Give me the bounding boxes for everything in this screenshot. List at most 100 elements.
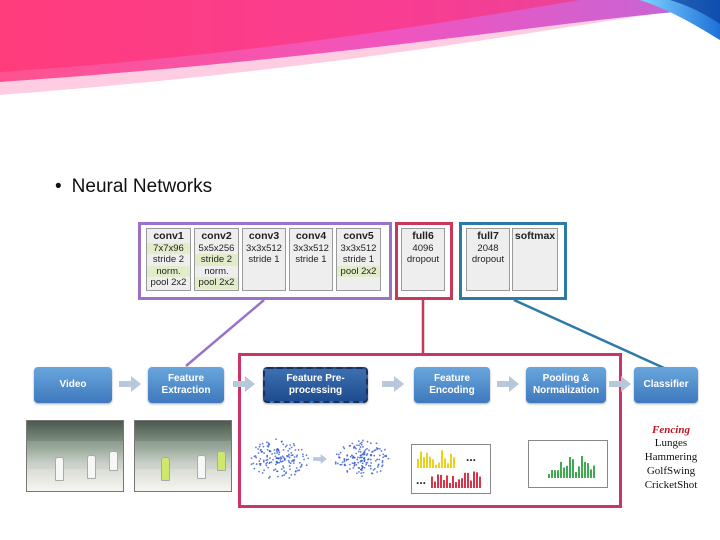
scatter-point xyxy=(362,471,365,474)
scatter-point xyxy=(356,444,358,447)
scatter-point xyxy=(352,456,355,459)
full7-connector xyxy=(513,298,665,370)
layer-line: 3x3x512 xyxy=(246,242,282,254)
step-label: Feature Pre-processing xyxy=(286,373,345,396)
scatter-point xyxy=(259,443,261,446)
scatter-point xyxy=(281,474,284,477)
ellipsis: ... xyxy=(466,450,477,464)
layer-line: norm. xyxy=(204,265,229,277)
scatter-point xyxy=(353,462,356,465)
scatter-point xyxy=(343,459,346,461)
step-label: Feature Encoding xyxy=(429,373,475,396)
layer-title: conv1 xyxy=(153,230,184,242)
scatter-point xyxy=(283,458,286,461)
scatter-point xyxy=(355,452,358,455)
layer-title: softmax xyxy=(514,230,556,242)
histogram-bar xyxy=(438,462,440,468)
scatter-point xyxy=(281,460,284,463)
scatter-point xyxy=(365,454,368,457)
scatter-point xyxy=(374,449,377,451)
scatter-point xyxy=(271,453,274,455)
histogram-bar xyxy=(455,482,457,488)
scatter-point xyxy=(366,440,369,443)
scatter-plot-icon xyxy=(334,439,390,478)
scatter-point xyxy=(274,468,277,471)
scatter-point xyxy=(268,461,271,464)
scatter-point xyxy=(353,464,356,466)
scatter-point xyxy=(285,444,288,447)
scatter-point xyxy=(262,445,265,448)
layer-line: pool 2x2 xyxy=(337,265,380,277)
histogram-bar xyxy=(572,459,574,478)
scatter-point xyxy=(294,470,297,472)
scatter-point xyxy=(378,458,381,461)
scatter-point xyxy=(288,461,291,464)
layer-line: stride 1 xyxy=(342,254,375,265)
scatter-point xyxy=(250,457,253,460)
scatter-point xyxy=(374,459,377,462)
histogram-bar xyxy=(441,450,443,468)
scatter-point xyxy=(370,462,373,464)
scatter-point xyxy=(343,464,346,466)
layer-title: full6 xyxy=(412,230,434,242)
histogram-bar xyxy=(473,471,475,488)
histogram-bar xyxy=(440,474,442,488)
scatter-point xyxy=(381,459,384,462)
scatter-point xyxy=(300,464,303,467)
step-classifier: Classifier xyxy=(634,367,698,403)
scatter-point xyxy=(352,467,355,469)
scatter-point xyxy=(381,461,384,464)
scatter-point xyxy=(360,459,363,462)
scatter-point xyxy=(379,447,381,450)
scatter-point xyxy=(335,453,338,456)
scatter-point xyxy=(279,460,282,462)
scatter-point xyxy=(334,462,337,465)
histogram-bar xyxy=(423,457,425,468)
scatter-point xyxy=(360,469,363,472)
scatter-point xyxy=(343,460,346,463)
scatter-point xyxy=(369,467,372,470)
scatter-point xyxy=(369,442,372,445)
scatter-point xyxy=(272,458,275,461)
scatter-point xyxy=(269,475,271,478)
scatter-point xyxy=(277,453,280,456)
step-feature-extraction: Feature Extraction xyxy=(148,367,224,403)
histogram-bar xyxy=(557,470,559,478)
histogram-bar xyxy=(563,467,565,478)
fencer-figure xyxy=(161,457,170,481)
scatter-point xyxy=(302,453,304,456)
scatter-point xyxy=(293,456,296,458)
scatter-point xyxy=(289,444,292,446)
scatter-point xyxy=(274,463,277,466)
scatter-point xyxy=(362,446,364,448)
histogram-bar xyxy=(476,472,478,488)
scatter-point xyxy=(287,455,290,457)
frame-floor xyxy=(135,469,231,491)
histogram-bar xyxy=(566,465,568,478)
scatter-point xyxy=(381,464,384,467)
histogram-bar xyxy=(587,463,589,478)
layer-conv1: conv1 7x7x96 stride 2 norm. pool 2x2 xyxy=(146,228,191,291)
scatter-point xyxy=(283,470,286,472)
scatter-point xyxy=(356,458,359,461)
scatter-point xyxy=(360,472,363,475)
histogram-bar xyxy=(470,480,472,488)
scatter-point xyxy=(357,450,360,453)
layer-title: full7 xyxy=(477,230,499,242)
scatter-point xyxy=(263,469,266,472)
histogram-bar xyxy=(464,472,466,488)
scatter-point xyxy=(383,455,386,457)
scatter-point xyxy=(272,469,275,472)
scatter-point xyxy=(338,456,341,459)
histogram-bar xyxy=(467,472,469,488)
scatter-point xyxy=(288,477,291,479)
scatter-point xyxy=(288,456,291,459)
scatter-point xyxy=(295,455,298,458)
scatter-point xyxy=(300,463,303,466)
scatter-point xyxy=(266,461,269,464)
layer-line: 5x5x256 xyxy=(198,242,235,254)
scatter-point xyxy=(357,440,360,443)
scatter-point xyxy=(370,454,372,457)
histogram-bar xyxy=(432,459,434,468)
histogram-bar xyxy=(452,475,454,488)
